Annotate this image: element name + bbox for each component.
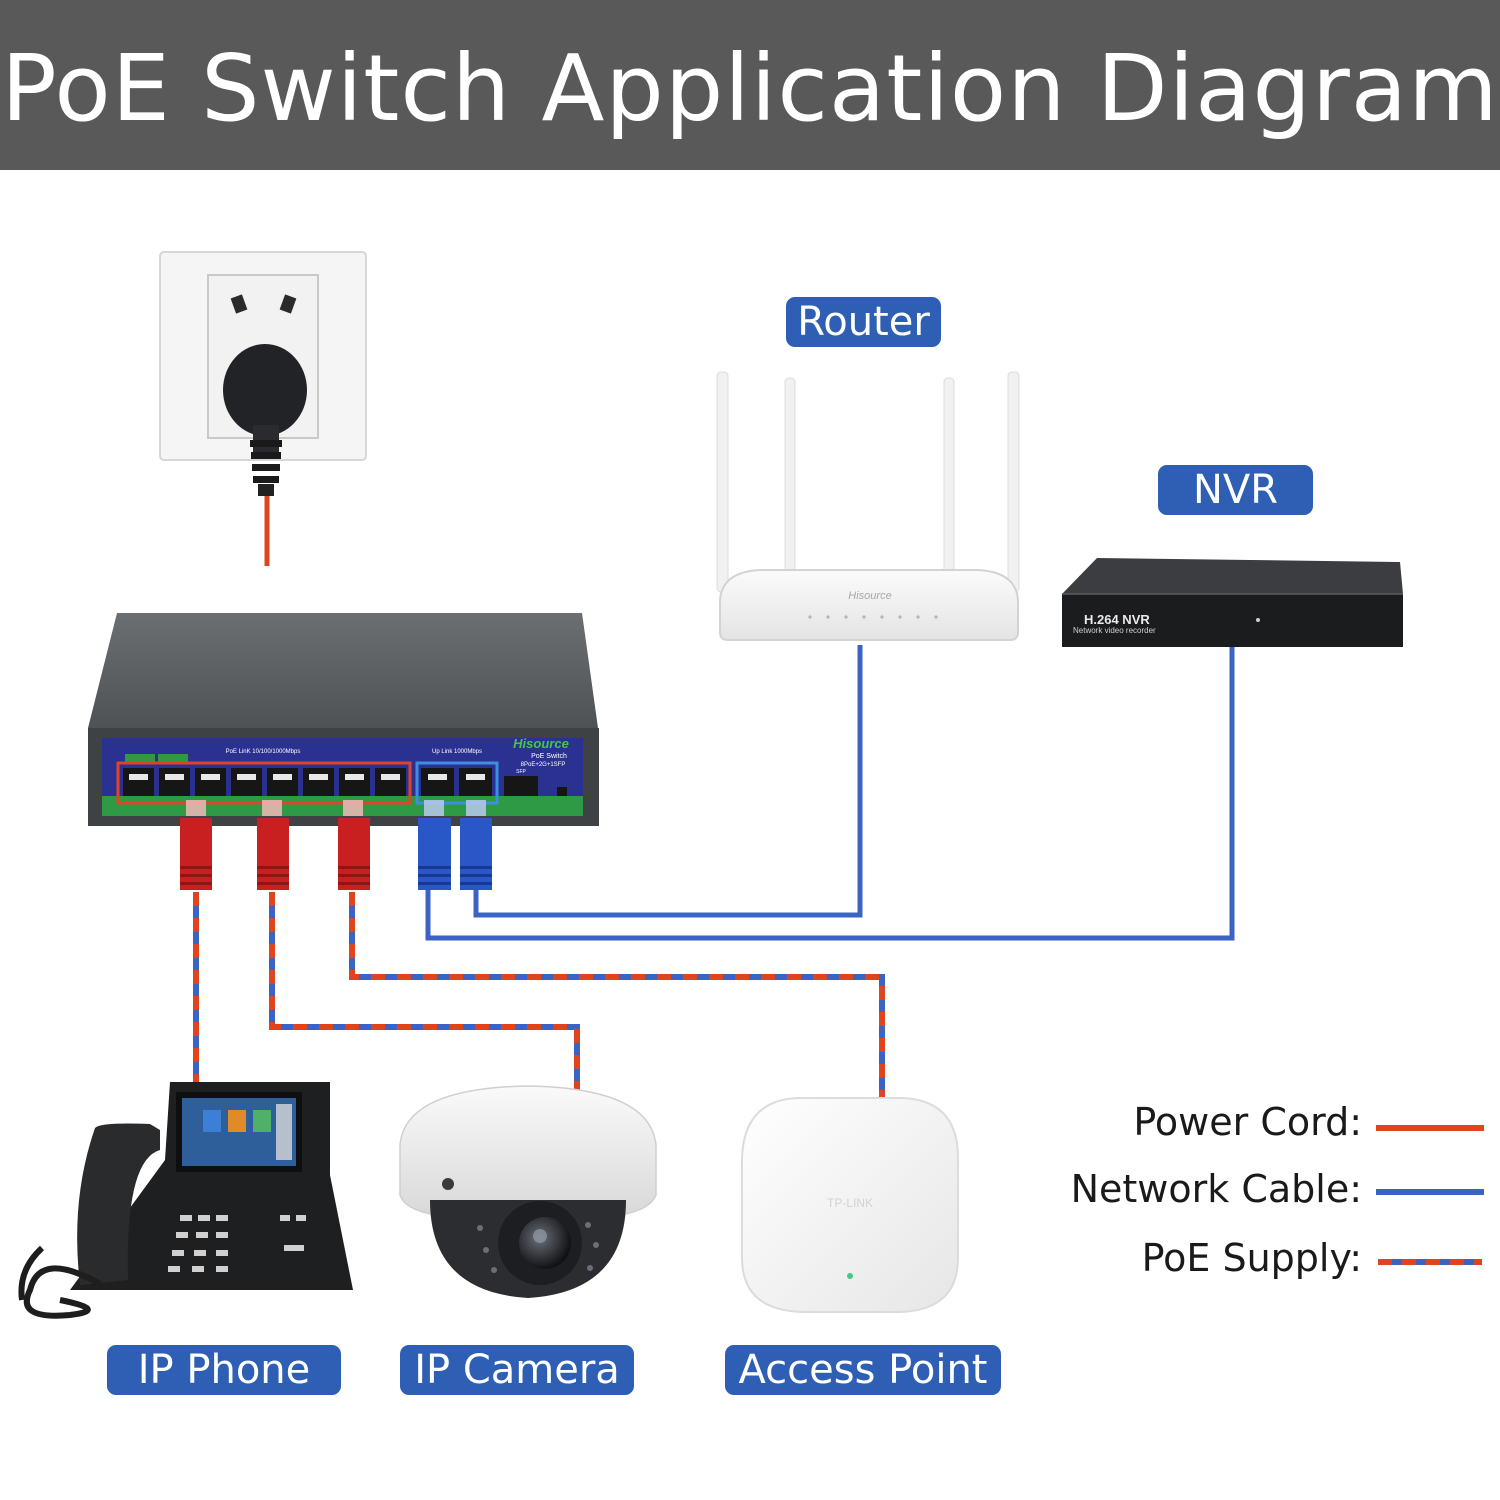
rj45-plug-blue-2 [460, 800, 492, 890]
poe-switch-device [88, 613, 599, 826]
router-brand-text: Hisource [848, 590, 891, 602]
router-device [716, 371, 1020, 641]
ip-camera-label: IP Camera [400, 1345, 634, 1395]
legend-power-cord: Power Cord: [1133, 1100, 1362, 1144]
ip-camera-device [399, 1085, 657, 1298]
switch-uplink-text: Up Link 1000Mbps [432, 749, 482, 755]
nvr-label: NVR [1158, 465, 1313, 515]
ip-phone-device [18, 1082, 353, 1319]
rj45-plug-red-1 [180, 800, 212, 890]
network-cable-nvr [425, 645, 1235, 941]
switch-sfp-text: SFP [516, 769, 526, 775]
switch-poe-link-text: PoE LinK 10/100/1000Mbps [226, 749, 301, 755]
access-point-device [741, 1097, 959, 1313]
nvr-device [1062, 558, 1403, 647]
switch-brand-text: Hisource [513, 736, 569, 751]
switch-ports-desc-text: 8PoE+2G+1SFP [521, 762, 566, 768]
page-title: PoE Switch Application Diagram [1, 35, 1499, 142]
poe-cable-access-point [349, 892, 885, 1098]
rj45-plug-red-2 [257, 800, 289, 890]
nvr-codec-text: H.264 NVR [1084, 612, 1150, 627]
legend-network-cable: Network Cable: [1070, 1167, 1362, 1211]
switch-model-text: PoE Switch [531, 753, 567, 760]
ap-brand-text: TP-LINK [827, 1196, 873, 1210]
header-bar [0, 0, 1500, 170]
nvr-desc-text: Network video recorder [1073, 626, 1156, 635]
rj45-plug-blue-1 [418, 800, 451, 890]
access-point-label: Access Point [725, 1345, 1001, 1395]
network-cable-router [473, 645, 863, 918]
wall-socket [159, 251, 367, 496]
ip-phone-label: IP Phone [107, 1345, 341, 1395]
legend-poe-supply: PoE Supply: [1141, 1236, 1362, 1280]
poe-cable-camera [269, 892, 580, 1090]
router-label: Router [786, 297, 941, 347]
rj45-plug-red-3 [338, 800, 370, 890]
